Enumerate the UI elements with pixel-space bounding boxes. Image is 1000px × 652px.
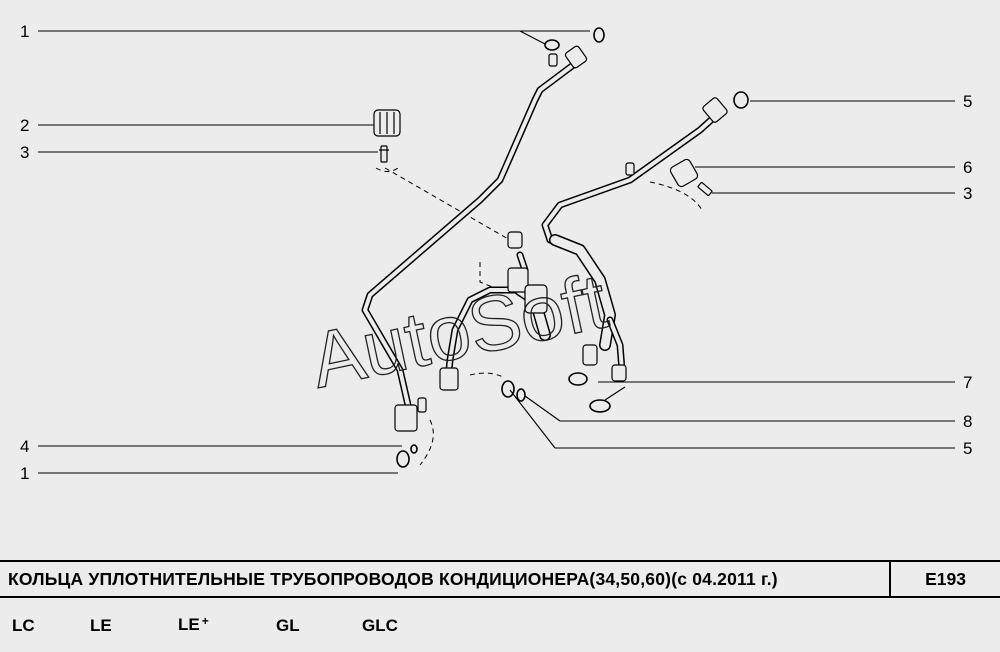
cap-part-6-icon <box>669 158 699 188</box>
o-rings <box>396 27 749 468</box>
callout-5-top: 5 <box>963 92 972 111</box>
leader-lines <box>38 30 955 474</box>
parts-diagram: AutoSoft 1 2 3 4 1 5 6 3 7 8 5 <box>20 22 972 483</box>
callout-2: 2 <box>20 116 29 135</box>
callout-4: 4 <box>20 437 29 456</box>
callout-6: 6 <box>963 158 972 177</box>
nut-part-2-icon <box>373 109 401 137</box>
o-ring-1-top-icon <box>544 39 560 51</box>
callout-7: 7 <box>963 373 972 392</box>
callout-5-bottom: 5 <box>963 439 972 458</box>
callout-numbers: 1 2 3 4 1 5 6 3 7 8 5 <box>20 22 972 483</box>
o-ring-8-icon <box>516 388 526 402</box>
fittings <box>394 45 728 432</box>
title-bar: КОЛЬЦА УПЛОТНИТЕЛЬНЫЕ ТРУБОПРОВОДОВ КОНД… <box>0 560 1000 598</box>
trim-le-plus-label: LE <box>178 615 200 634</box>
trim-le-plus: LE+ <box>178 614 209 635</box>
trim-le: LE <box>90 616 112 635</box>
dashed-guides <box>375 167 703 466</box>
o-ring-1-top-b-icon <box>593 27 605 43</box>
diagram-code: E193 <box>925 569 966 589</box>
o-ring-5-top-icon <box>733 91 749 109</box>
callout-1-top: 1 <box>20 22 29 41</box>
valve-part-3-left-icon <box>379 145 389 163</box>
o-ring-5-bottom-icon <box>501 380 515 398</box>
o-ring-7-a-icon <box>568 372 588 386</box>
valve-fitting-centre-icon <box>507 231 523 249</box>
trim-glc: GLC <box>362 616 398 635</box>
trim-gl: GL <box>276 616 300 635</box>
diagram-title: КОЛЬЦА УПЛОТНИТЕЛЬНЫЕ ТРУБОПРОВОДОВ КОНД… <box>8 569 778 589</box>
watermark: AutoSoft <box>303 256 614 404</box>
trim-lc: LC <box>12 616 35 635</box>
valve-part-3-right-icon <box>697 182 713 196</box>
callout-8: 8 <box>963 412 972 431</box>
callout-3-right: 3 <box>963 184 972 203</box>
o-ring-4-icon <box>410 444 418 454</box>
trim-le-plus-sign: + <box>201 614 209 628</box>
callout-3-left: 3 <box>20 143 29 162</box>
o-ring-1-bottom-icon <box>396 450 410 468</box>
title-divider <box>889 562 891 596</box>
callout-1-bottom: 1 <box>20 464 29 483</box>
o-ring-7-b-icon <box>589 399 611 413</box>
